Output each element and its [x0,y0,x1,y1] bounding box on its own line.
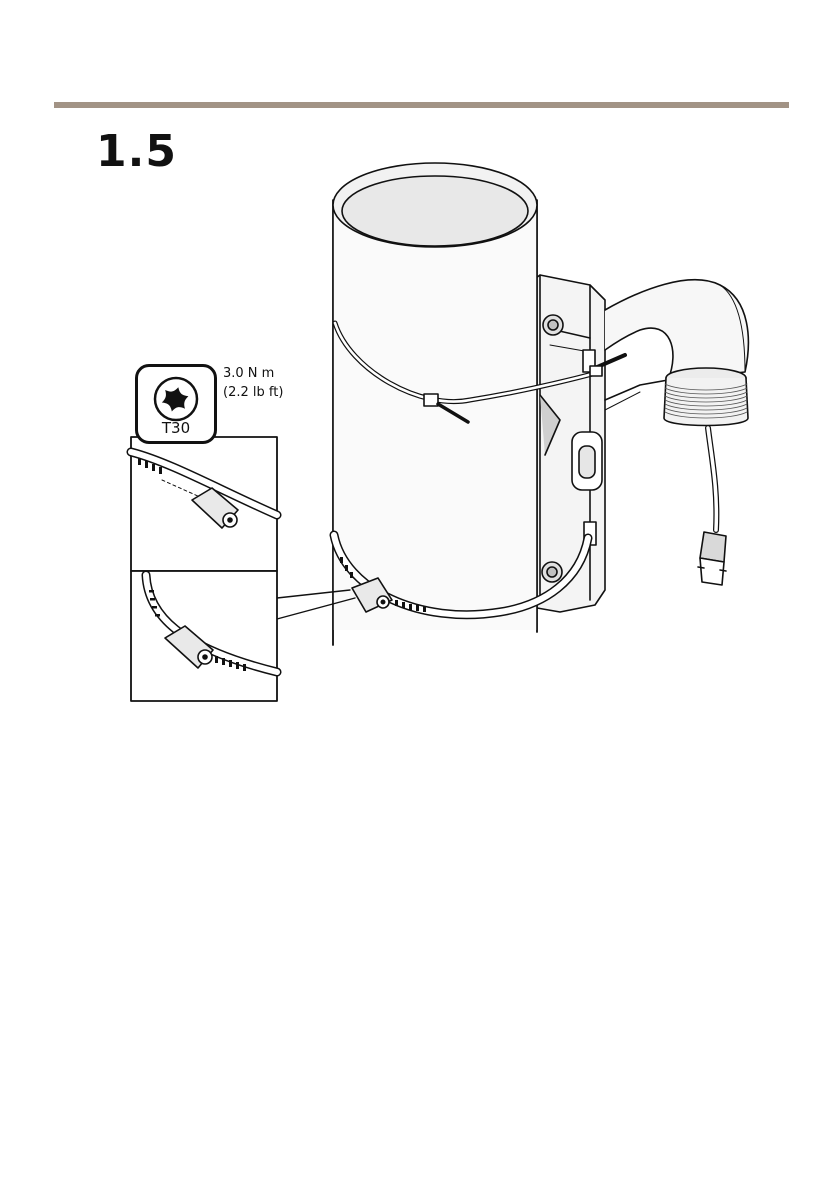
torx-tool-callout: T30 [135,364,217,444]
detail-panel-top [131,437,277,571]
mounting-arm [605,280,748,426]
network-cable [698,428,726,585]
torque-metric: 3.0 N m [223,367,274,380]
detail-panel-bottom [131,571,277,701]
torx-bit-icon [138,369,214,425]
torque-imperial: (2.2 lb ft) [223,386,283,399]
tool-size-label: T30 [138,419,214,437]
